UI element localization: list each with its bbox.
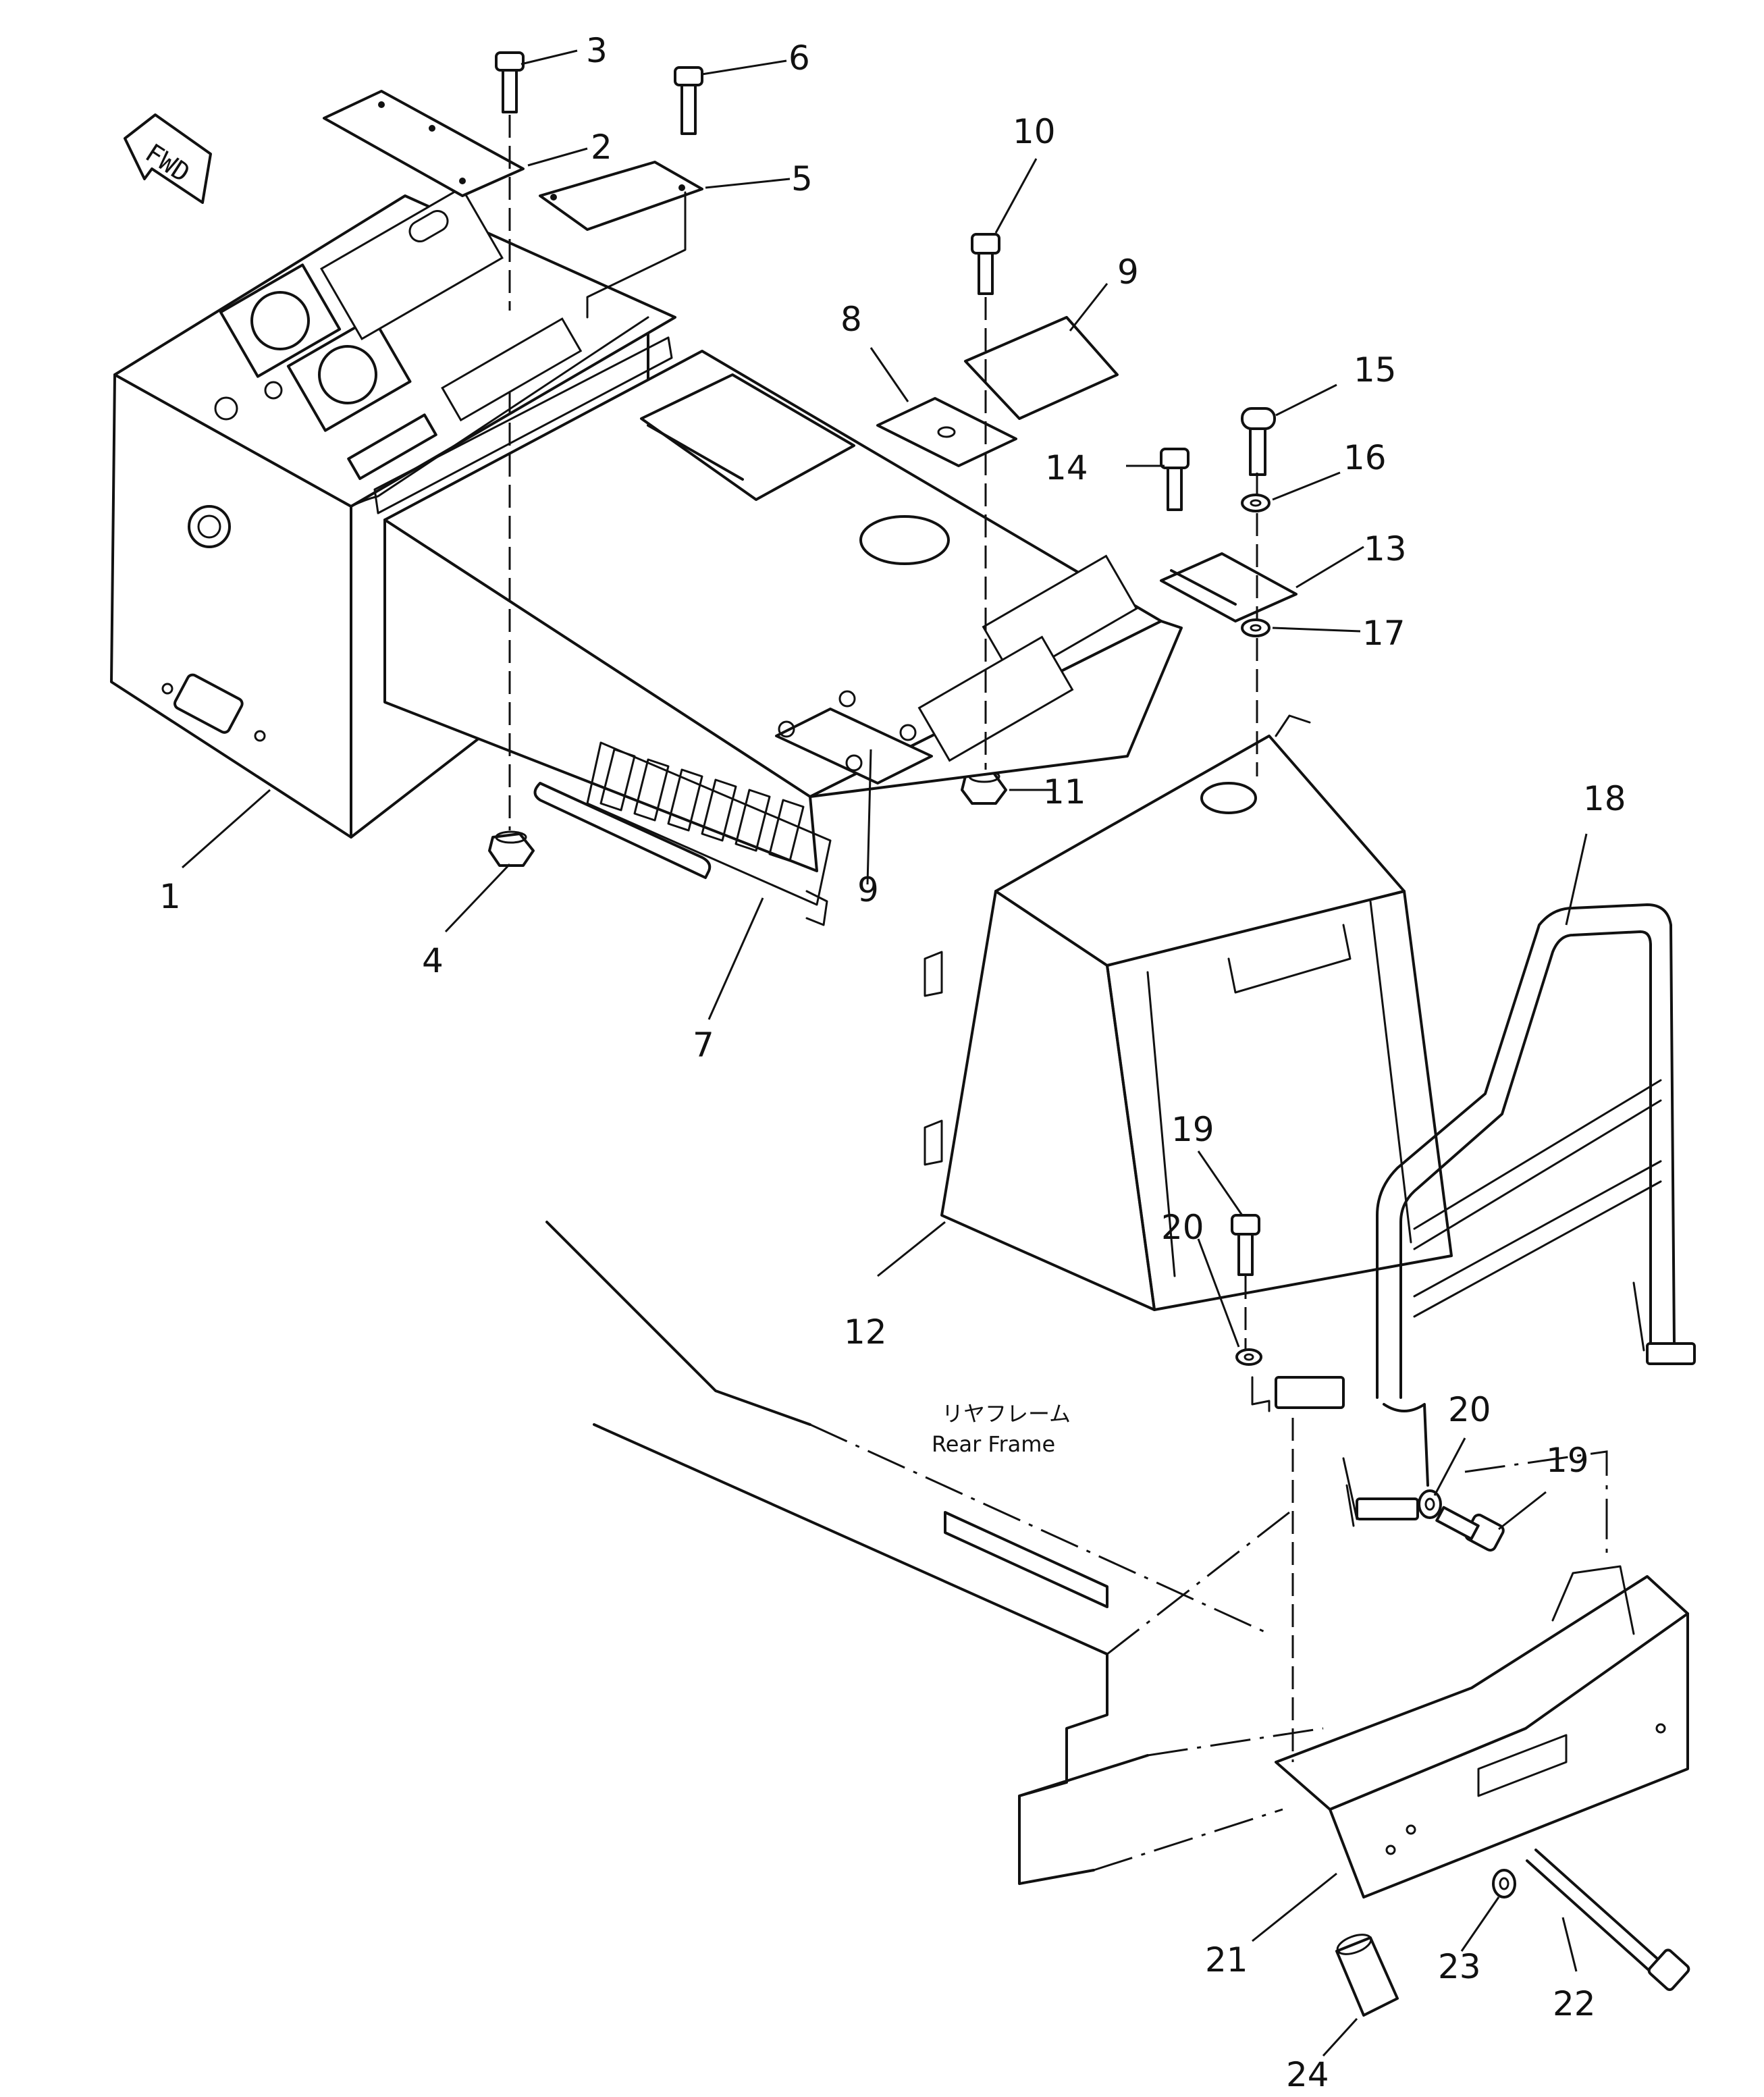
fwd-marker-text: FWD bbox=[140, 138, 196, 188]
part-12-rear-hood bbox=[924, 714, 1453, 1311]
part-22-long-bolt-icon bbox=[1526, 1849, 1690, 1992]
callout-22: 22 bbox=[1553, 1984, 1596, 2023]
part-19-bolt-upper-icon bbox=[1231, 1214, 1260, 1276]
part-10-bolt-icon bbox=[971, 233, 1000, 295]
callout-1: 1 bbox=[159, 877, 181, 916]
part-23-washer-icon bbox=[1492, 1869, 1516, 1899]
part-18-guard-frame bbox=[1275, 903, 1696, 1527]
callout-16: 16 bbox=[1343, 438, 1387, 477]
callout-8: 8 bbox=[840, 300, 862, 339]
callout-3: 3 bbox=[586, 31, 608, 70]
callout-6: 6 bbox=[789, 38, 810, 78]
callout-labels: 1 2 3 4 5 6 7 8 9 9 10 11 12 13 14 15 16… bbox=[159, 31, 1626, 2094]
leader-lines bbox=[182, 49, 1588, 2057]
callout-17: 17 bbox=[1362, 614, 1406, 653]
part-7-center-hood bbox=[373, 336, 1183, 926]
callout-4: 4 bbox=[422, 941, 444, 980]
callout-10: 10 bbox=[1013, 112, 1056, 151]
callout-13: 13 bbox=[1364, 529, 1407, 568]
part-1-top-grille bbox=[320, 186, 583, 422]
part-7-top-grilles bbox=[917, 554, 1138, 762]
fwd-arrow-icon: FWD bbox=[124, 113, 212, 204]
part-7-side-grille bbox=[586, 741, 832, 906]
part-3-bolt-icon bbox=[495, 51, 525, 113]
callout-11: 11 bbox=[1043, 772, 1086, 812]
part-5-cover-plate bbox=[539, 161, 703, 231]
part-15-knob-bolt-icon bbox=[1241, 407, 1276, 476]
part-17-washer-icon bbox=[1241, 618, 1271, 637]
assembly-centerlines bbox=[508, 115, 1294, 1762]
part-9-upper-plate bbox=[964, 316, 1119, 420]
rear-frame-outline bbox=[545, 1221, 1608, 1885]
part-16-washer-icon bbox=[1241, 494, 1271, 512]
callout-14: 14 bbox=[1045, 448, 1088, 487]
callout-12: 12 bbox=[844, 1312, 887, 1352]
callout-7: 7 bbox=[693, 1026, 714, 1065]
part-20-washer-lower-icon bbox=[1418, 1489, 1442, 1519]
rear-frame-label-jp: リヤフレーム bbox=[942, 1401, 1071, 1427]
part-14-bolt-icon bbox=[1160, 448, 1190, 511]
callout-20-upper: 20 bbox=[1161, 1208, 1204, 1247]
callout-9-upper: 9 bbox=[1117, 253, 1139, 292]
rear-frame-label-en: Rear Frame bbox=[932, 1431, 1055, 1457]
part-19-bolt-lower-icon bbox=[1435, 1506, 1505, 1552]
callout-23: 23 bbox=[1438, 1947, 1481, 1986]
callout-18: 18 bbox=[1583, 779, 1626, 818]
callout-15: 15 bbox=[1354, 350, 1397, 390]
part-4-nut-icon bbox=[488, 830, 535, 867]
callout-20-lower: 20 bbox=[1448, 1390, 1491, 1429]
callout-21: 21 bbox=[1205, 1940, 1248, 1980]
callout-9-lower: 9 bbox=[857, 870, 879, 909]
part-2-cover-plate bbox=[323, 90, 525, 197]
part-24-sleeve-icon bbox=[1335, 1934, 1399, 2017]
callout-19-upper: 19 bbox=[1171, 1110, 1214, 1149]
callout-19-lower: 19 bbox=[1546, 1441, 1589, 1480]
part-6-bolt-icon bbox=[674, 66, 703, 135]
part-8-plate bbox=[876, 397, 1017, 467]
part-13-hinge bbox=[1160, 552, 1298, 622]
callout-2: 2 bbox=[591, 128, 612, 167]
callout-24: 24 bbox=[1286, 2055, 1329, 2094]
part-20-washer-upper-icon bbox=[1235, 1348, 1262, 1366]
part-21-rear-bracket bbox=[1275, 1565, 1689, 1899]
callout-5: 5 bbox=[791, 159, 813, 198]
